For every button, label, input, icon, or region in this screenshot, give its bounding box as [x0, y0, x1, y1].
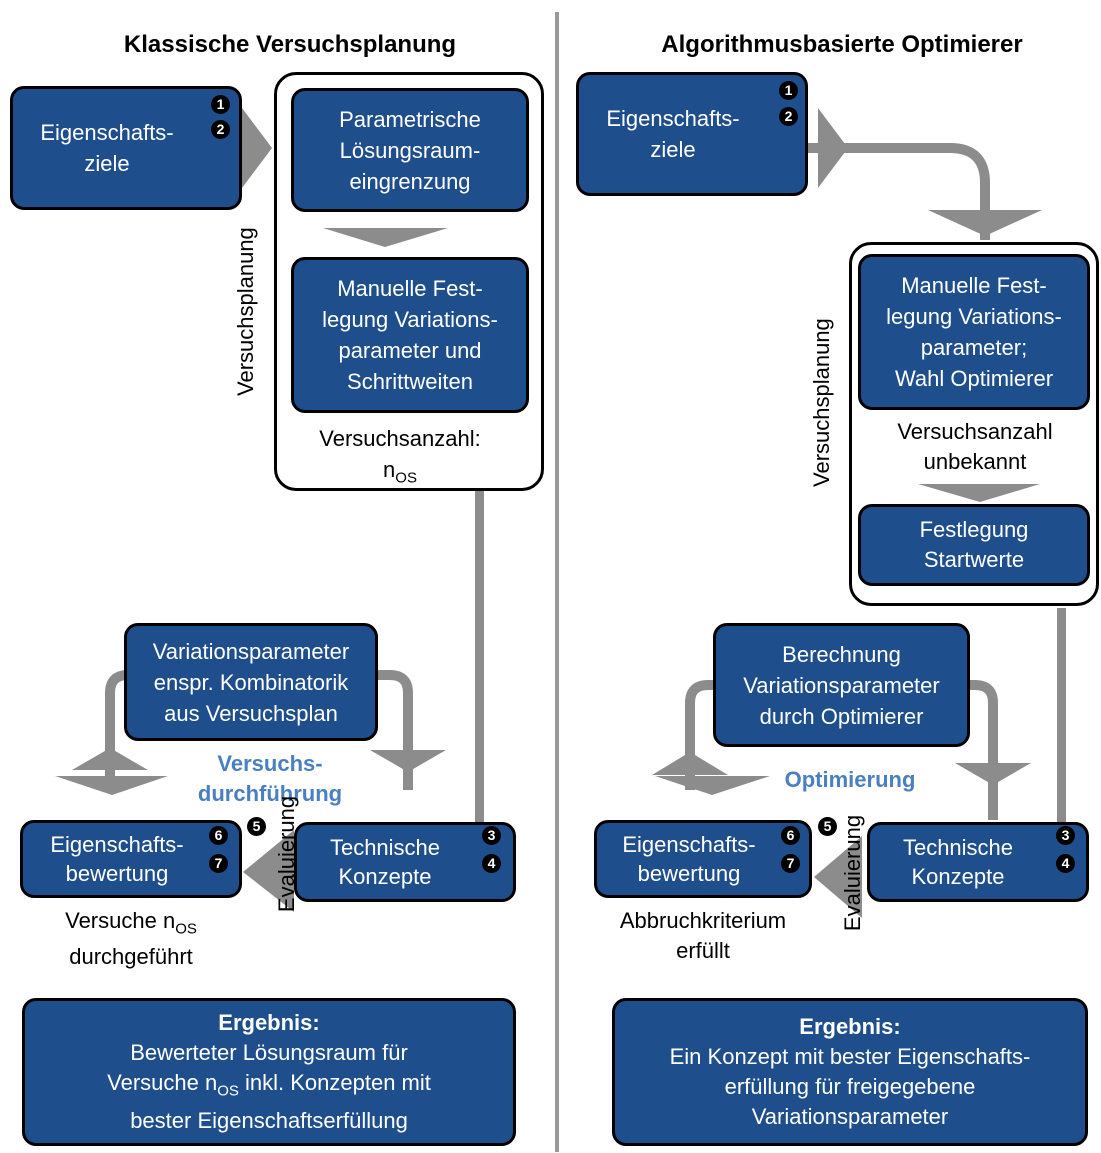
- arrow-param-to-manuell: [323, 228, 448, 247]
- arrow-down-loop-left: [370, 750, 446, 772]
- marker-2-right: 2: [779, 107, 798, 126]
- right-stop-label: Abbruchkriterium erfüllt: [619, 908, 787, 963]
- right-bewertung-text: Eigenschafts- bewertung: [622, 832, 756, 886]
- marker-5: 5: [247, 817, 266, 836]
- right-heading: Algorithmusbasierte Optimierer: [661, 31, 1023, 58]
- right-evaluierung-label: Evaluierung: [840, 814, 865, 932]
- marker-7-right: 7: [781, 854, 800, 873]
- arrow-down-loop-right: [955, 763, 1031, 785]
- arrow-to-result-right: [655, 776, 770, 795]
- right-tech-box: Technische Konzepte: [867, 822, 1089, 902]
- left-heading: Klassische Versuchsplanung: [123, 31, 457, 58]
- marker-7: 7: [209, 854, 228, 873]
- marker-2: 2: [211, 120, 230, 139]
- arrow-up-loop-right: [652, 752, 728, 775]
- left-stop-label: Versuche nOS durchgeführt: [65, 908, 197, 970]
- right-result-title: Ergebnis:: [799, 1014, 901, 1039]
- right-bewertung-box: Eigenschafts- bewertung: [594, 820, 812, 898]
- left-phase-label: Versuchs- durchführung: [197, 751, 343, 806]
- left-planning-frame: [274, 72, 544, 491]
- right-versuchsplanung-label: Versuchsplanung: [809, 318, 834, 487]
- right-phase-label: Optimierung: [784, 767, 916, 792]
- line-planning-to-tech-right: [1057, 608, 1066, 854]
- marker-5-right: 5: [818, 817, 837, 836]
- arrow-evaluierung-right: [814, 836, 862, 918]
- arrow-ziele-to-planning: [242, 108, 272, 188]
- left-tech-text: Technische Konzepte: [329, 835, 441, 889]
- left-variation-box: Variationsparameter enspr. Kombinatorik …: [124, 623, 378, 741]
- right-startwerte-box: Festlegung Startwerte: [858, 504, 1090, 586]
- right-tech-text: Technische Konzepte: [902, 835, 1014, 889]
- left-versuchsplanung-label: Versuchsplanung: [233, 227, 258, 396]
- left-ziele-text: Eigenschafts- ziele: [40, 120, 174, 176]
- left-param-box: Parametrische Lösungsraum- eingrenzung: [291, 88, 529, 212]
- right-result-box: Ergebnis: Ein Konzept mit bester Eigensc…: [612, 998, 1088, 1146]
- right-manuell-box: Manuelle Fest- legung Variations- parame…: [858, 254, 1090, 410]
- right-berechnung-box: Berechnung Variationsparameter durch Opt…: [713, 623, 970, 747]
- arrow-ziele-right: [818, 108, 848, 188]
- left-bewertung-text: Eigenschafts- bewertung: [50, 832, 184, 886]
- arrow-down-to-planning-right: [928, 210, 1042, 236]
- left-anzahl-value: nOS: [383, 457, 417, 487]
- left-result-title: Ergebnis:: [218, 1009, 320, 1035]
- right-planning-frame: [849, 242, 1099, 606]
- loop-line-left-right: [685, 680, 718, 790]
- arrow-to-result-left: [55, 776, 168, 795]
- line-planning-to-tech: [475, 488, 484, 846]
- marker-3-right: 3: [1056, 826, 1075, 845]
- marker-3: 3: [482, 826, 501, 845]
- column-divider: [555, 12, 559, 1152]
- arrow-up-loop-left: [72, 748, 148, 770]
- left-anzahl-label: Versuchsanzahl:: [319, 426, 481, 451]
- loop-line-right-right: [965, 680, 998, 820]
- arrow-to-startwerte: [918, 484, 1040, 502]
- right-anzahl-label: Versuchsanzahl unbekannt: [897, 419, 1053, 474]
- marker-4: 4: [482, 854, 501, 873]
- line-ziele-to-planning-right: [808, 143, 990, 240]
- marker-1: 1: [211, 95, 230, 114]
- marker-4-right: 4: [1056, 854, 1075, 873]
- left-result-box: Ergebnis: Bewerteter Lösungsraum für Ver…: [22, 998, 516, 1146]
- right-ziele-box: Eigenschafts- ziele: [576, 72, 808, 196]
- right-ziele-text: Eigenschafts- ziele: [606, 106, 740, 162]
- left-tech-box: Technische Konzepte: [294, 822, 516, 902]
- left-bewertung-box: Eigenschafts- bewertung: [20, 820, 242, 898]
- left-ziele-box: Eigenschafts- ziele: [10, 86, 242, 210]
- left-manuell-box: Manuelle Fest- legung Variations- parame…: [291, 257, 529, 413]
- marker-6: 6: [209, 826, 228, 845]
- marker-1-right: 1: [779, 81, 798, 100]
- loop-line-right: [370, 670, 413, 790]
- arrow-evaluierung-left: [243, 830, 294, 912]
- marker-6-right: 6: [781, 826, 800, 845]
